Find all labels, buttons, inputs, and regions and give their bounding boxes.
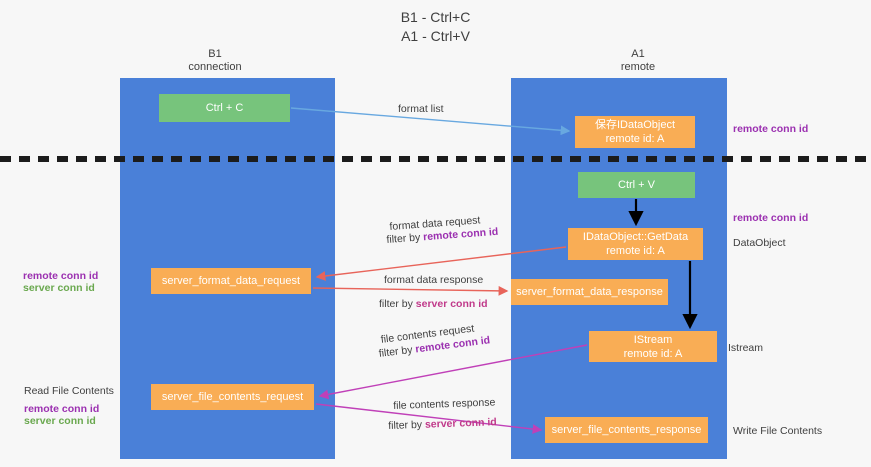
phase-divider xyxy=(0,156,871,162)
edge-label-file-contents-response-filter: filter by server conn id xyxy=(388,415,497,433)
node-ctrl-c[interactable]: Ctrl + C xyxy=(159,94,290,122)
annotation-left-server-conn-id-2: server conn id xyxy=(24,415,96,427)
filter-prefix: filter by xyxy=(379,298,416,310)
filter-prefix: filter by xyxy=(386,231,424,246)
node-istream[interactable]: IStream remote id: A xyxy=(589,331,717,362)
node-server-format-data-response[interactable]: server_format_data_response xyxy=(511,279,668,305)
annotation-remote-conn-id-mid: remote conn id xyxy=(733,212,809,224)
edge-label-format-data-response: format data response xyxy=(384,274,484,286)
annotation-dataobject: DataObject xyxy=(733,237,786,249)
annotation-left-server-conn-id-1: server conn id xyxy=(23,282,95,294)
filter-key-server-conn-id: server conn id xyxy=(415,298,488,310)
edge-label-format-list: format list xyxy=(398,103,444,115)
node-server-file-contents-request[interactable]: server_file_contents_request xyxy=(151,384,314,410)
node-idataobject-getdata[interactable]: IDataObject::GetData remote id: A xyxy=(568,228,703,260)
node-idataobject[interactable]: 保存IDataObject remote id: A xyxy=(575,116,695,148)
annotation-write-file-contents: Write File Contents xyxy=(733,425,823,437)
node-server-format-data-request[interactable]: server_format_data_request xyxy=(151,268,311,294)
filter-key-server-conn-id: server conn id xyxy=(424,416,497,431)
diagram-title: B1 - Ctrl+C A1 - Ctrl+V xyxy=(400,9,471,44)
column-header-b1: B1 connection xyxy=(188,48,242,73)
node-ctrl-v[interactable]: Ctrl + V xyxy=(578,172,695,198)
annotation-left-remote-conn-id-1: remote conn id xyxy=(23,270,99,282)
filter-prefix: filter by xyxy=(378,343,417,360)
column-header-a1: A1 remote xyxy=(620,48,656,73)
annotation-remote-conn-id-top: remote conn id xyxy=(733,123,809,135)
edge-label-file-contents-response: file contents response xyxy=(393,396,496,412)
edge-label-format-data-response-filter: filter by server conn id xyxy=(379,297,488,311)
filter-key-remote-conn-id: remote conn id xyxy=(422,225,499,244)
annotation-read-file-contents: Read File Contents xyxy=(24,385,114,397)
annotation-istream: Istream xyxy=(728,342,764,354)
filter-prefix: filter by xyxy=(388,418,426,432)
node-server-file-contents-response[interactable]: server_file_contents_response xyxy=(545,417,708,443)
annotation-left-remote-conn-id-2: remote conn id xyxy=(24,403,100,415)
